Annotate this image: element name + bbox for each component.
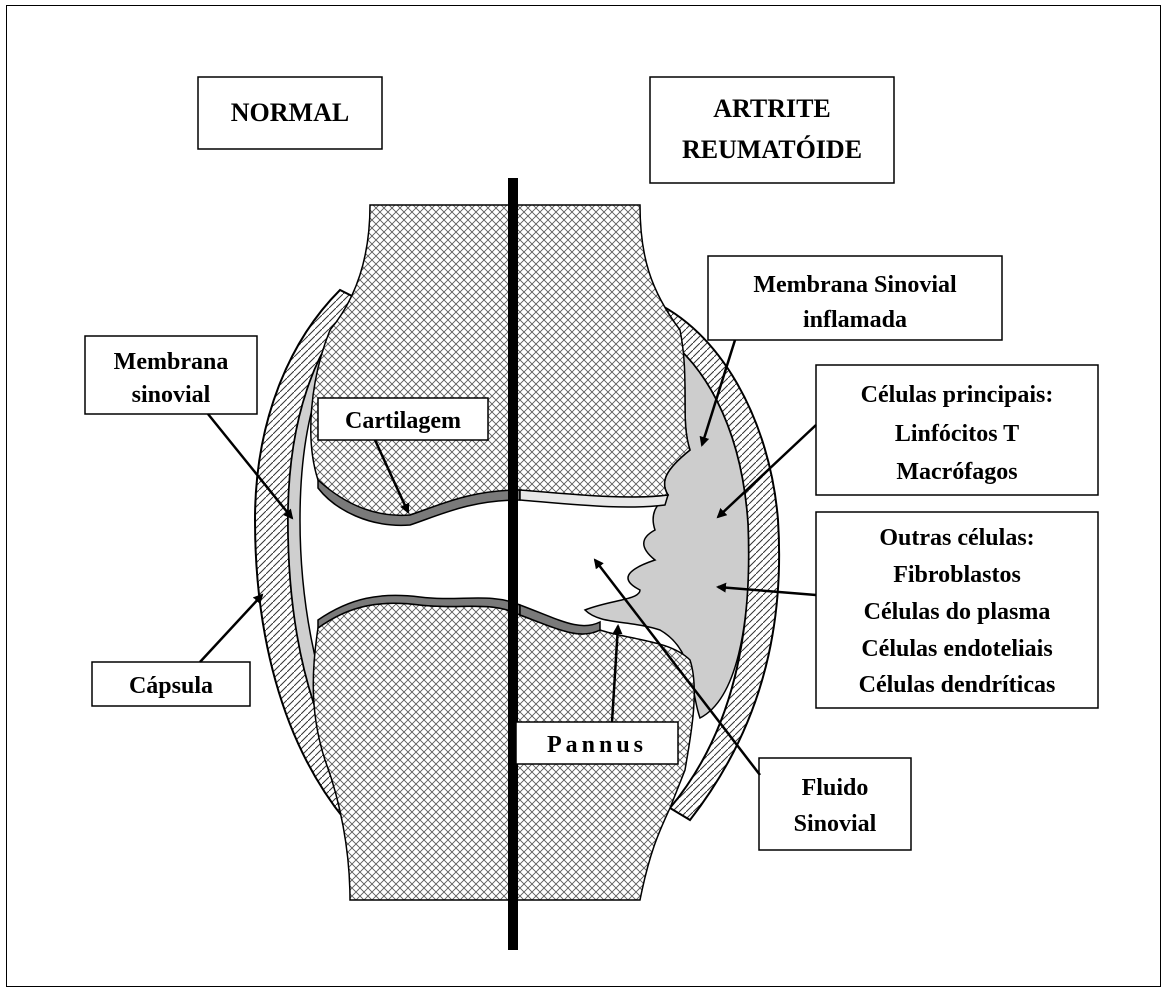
membrana-line1: Membrana <box>114 349 229 375</box>
upper-bone <box>311 205 690 516</box>
celulas-principais-line3: Macrófagos <box>896 459 1017 485</box>
membrana-inflamada-label-box: Membrana Sinovial inflamada <box>708 256 1002 340</box>
fluido-label-box: Fluido Sinovial <box>759 758 911 850</box>
pannus-label: Pannus <box>547 732 647 758</box>
outras-line2: Fibroblastos <box>893 562 1021 588</box>
celulas-principais-line1: Células principais: <box>861 382 1054 408</box>
center-divider <box>508 178 518 950</box>
celulas-principais-label-box: Células principais: Linfócitos T Macrófa… <box>816 365 1098 495</box>
fluido-line2: Sinovial <box>794 811 877 837</box>
fluido-line1: Fluido <box>802 775 869 801</box>
pannus-label-box: Pannus <box>516 722 678 764</box>
cartilagem-label: Cartilagem <box>345 408 461 434</box>
normal-label: NORMAL <box>231 98 349 127</box>
outras-line1: Outras células: <box>879 525 1034 551</box>
artrite-label-box: ARTRITE REUMATÓIDE <box>650 77 894 183</box>
normal-label-box: NORMAL <box>198 77 382 149</box>
artrite-label-line1: ARTRITE <box>713 94 831 123</box>
membrana-inflamada-line2: inflamada <box>803 307 907 333</box>
outras-line3: Células do plasma <box>864 599 1051 625</box>
cartilagem-label-box: Cartilagem <box>318 398 488 440</box>
membrana-label-box: Membrana sinovial <box>85 336 257 414</box>
membrana-inflamada-line1: Membrana Sinovial <box>753 272 957 298</box>
capsula-label-box: Cápsula <box>92 662 250 706</box>
outras-celulas-label-box: Outras células: Fibroblastos Células do … <box>816 512 1098 708</box>
arrow-capsula <box>200 595 262 662</box>
membrana-line2: sinovial <box>132 382 211 408</box>
outras-line4: Células endoteliais <box>861 636 1052 662</box>
outras-line5: Células dendríticas <box>859 672 1056 698</box>
capsula-label: Cápsula <box>129 673 213 699</box>
artrite-label-line2: REUMATÓIDE <box>682 135 862 164</box>
celulas-principais-line2: Linfócitos T <box>895 421 1019 447</box>
